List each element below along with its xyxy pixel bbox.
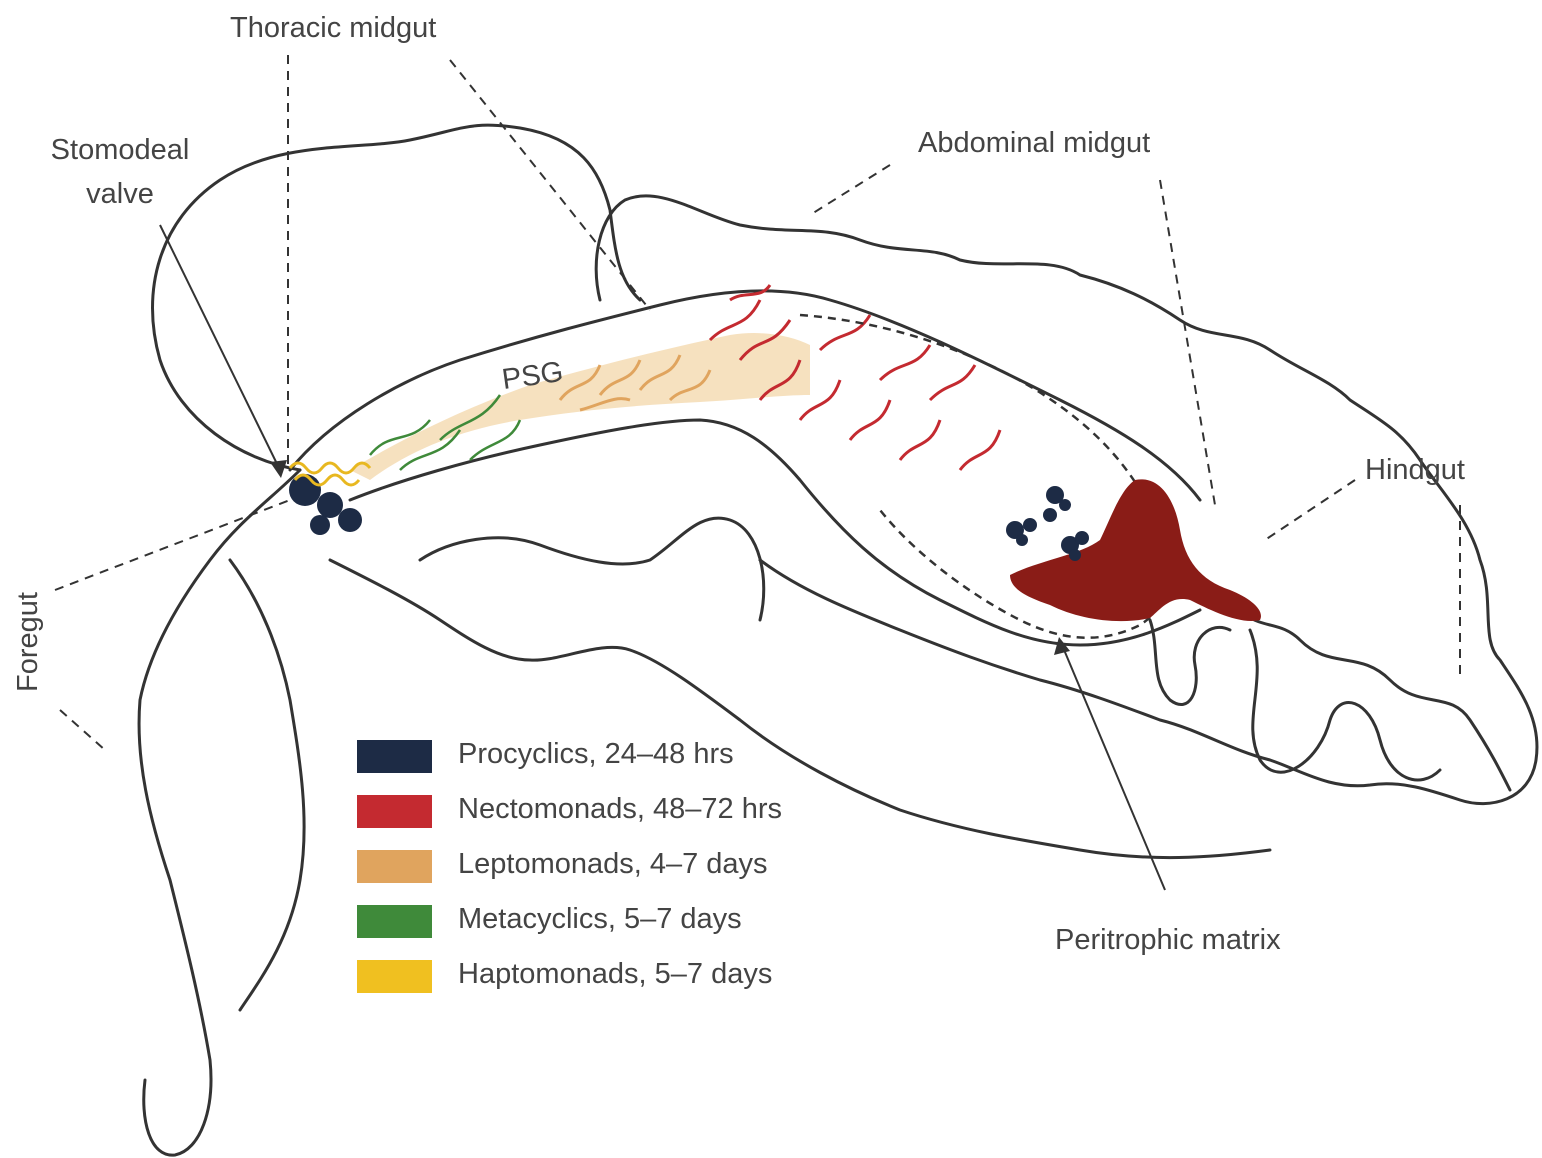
legend-swatch <box>357 740 432 773</box>
legend-swatch <box>357 905 432 938</box>
head-outline <box>139 470 300 1155</box>
leader-foregut-low <box>60 710 105 750</box>
leader-abdominal-left <box>810 165 890 215</box>
legend-item-nectomonads: Nectomonads, 48–72 hrs <box>357 791 917 846</box>
legend-label: Leptomonads, 4–7 days <box>458 846 768 882</box>
label-thoracic-midgut: Thoracic midgut <box>230 10 436 46</box>
mouthpart-outline <box>230 560 304 1010</box>
legend: Procyclics, 24–48 hrs Nectomonads, 48–72… <box>357 736 917 1011</box>
legend-label: Metacyclics, 5–7 days <box>458 901 742 937</box>
hindgut-tube-inner <box>1250 630 1440 780</box>
legend-swatch <box>357 795 432 828</box>
arrow-stomodeal-valve <box>160 225 280 470</box>
label-foregut: Foregut <box>10 592 46 692</box>
legend-label: Nectomonads, 48–72 hrs <box>458 791 782 827</box>
legend-label: Haptomonads, 5–7 days <box>458 956 772 992</box>
label-hindgut: Hindgut <box>1365 452 1465 488</box>
legend-item-metacyclics: Metacyclics, 5–7 days <box>357 901 917 956</box>
legend-item-haptomonads: Haptomonads, 5–7 days <box>357 956 917 1011</box>
label-peritrophic-matrix: Peritrophic matrix <box>1055 922 1281 958</box>
legend-label: Procyclics, 24–48 hrs <box>458 736 734 772</box>
leader-foregut <box>55 500 290 590</box>
legend-item-leptomonads: Leptomonads, 4–7 days <box>357 846 917 901</box>
leader-abdominal-right <box>1160 180 1215 505</box>
legend-swatch <box>357 850 432 883</box>
crop-outline <box>153 125 641 470</box>
thorax-lower-outline <box>420 518 764 620</box>
label-abdominal-midgut: Abdominal midgut <box>918 125 1150 161</box>
arrowhead-stomodeal <box>270 460 287 478</box>
legend-swatch <box>357 960 432 993</box>
procyclic-cells <box>1006 486 1089 561</box>
legend-item-procyclics: Procyclics, 24–48 hrs <box>357 736 917 791</box>
leader-thoracic-right <box>450 60 650 310</box>
label-stomodeal-valve: Stomodeal valve <box>25 128 215 216</box>
blood-meal <box>1010 479 1261 621</box>
arrow-heads <box>270 460 1070 655</box>
malpighian-branch <box>1150 620 1230 705</box>
leader-hindgut-left <box>1265 480 1355 540</box>
